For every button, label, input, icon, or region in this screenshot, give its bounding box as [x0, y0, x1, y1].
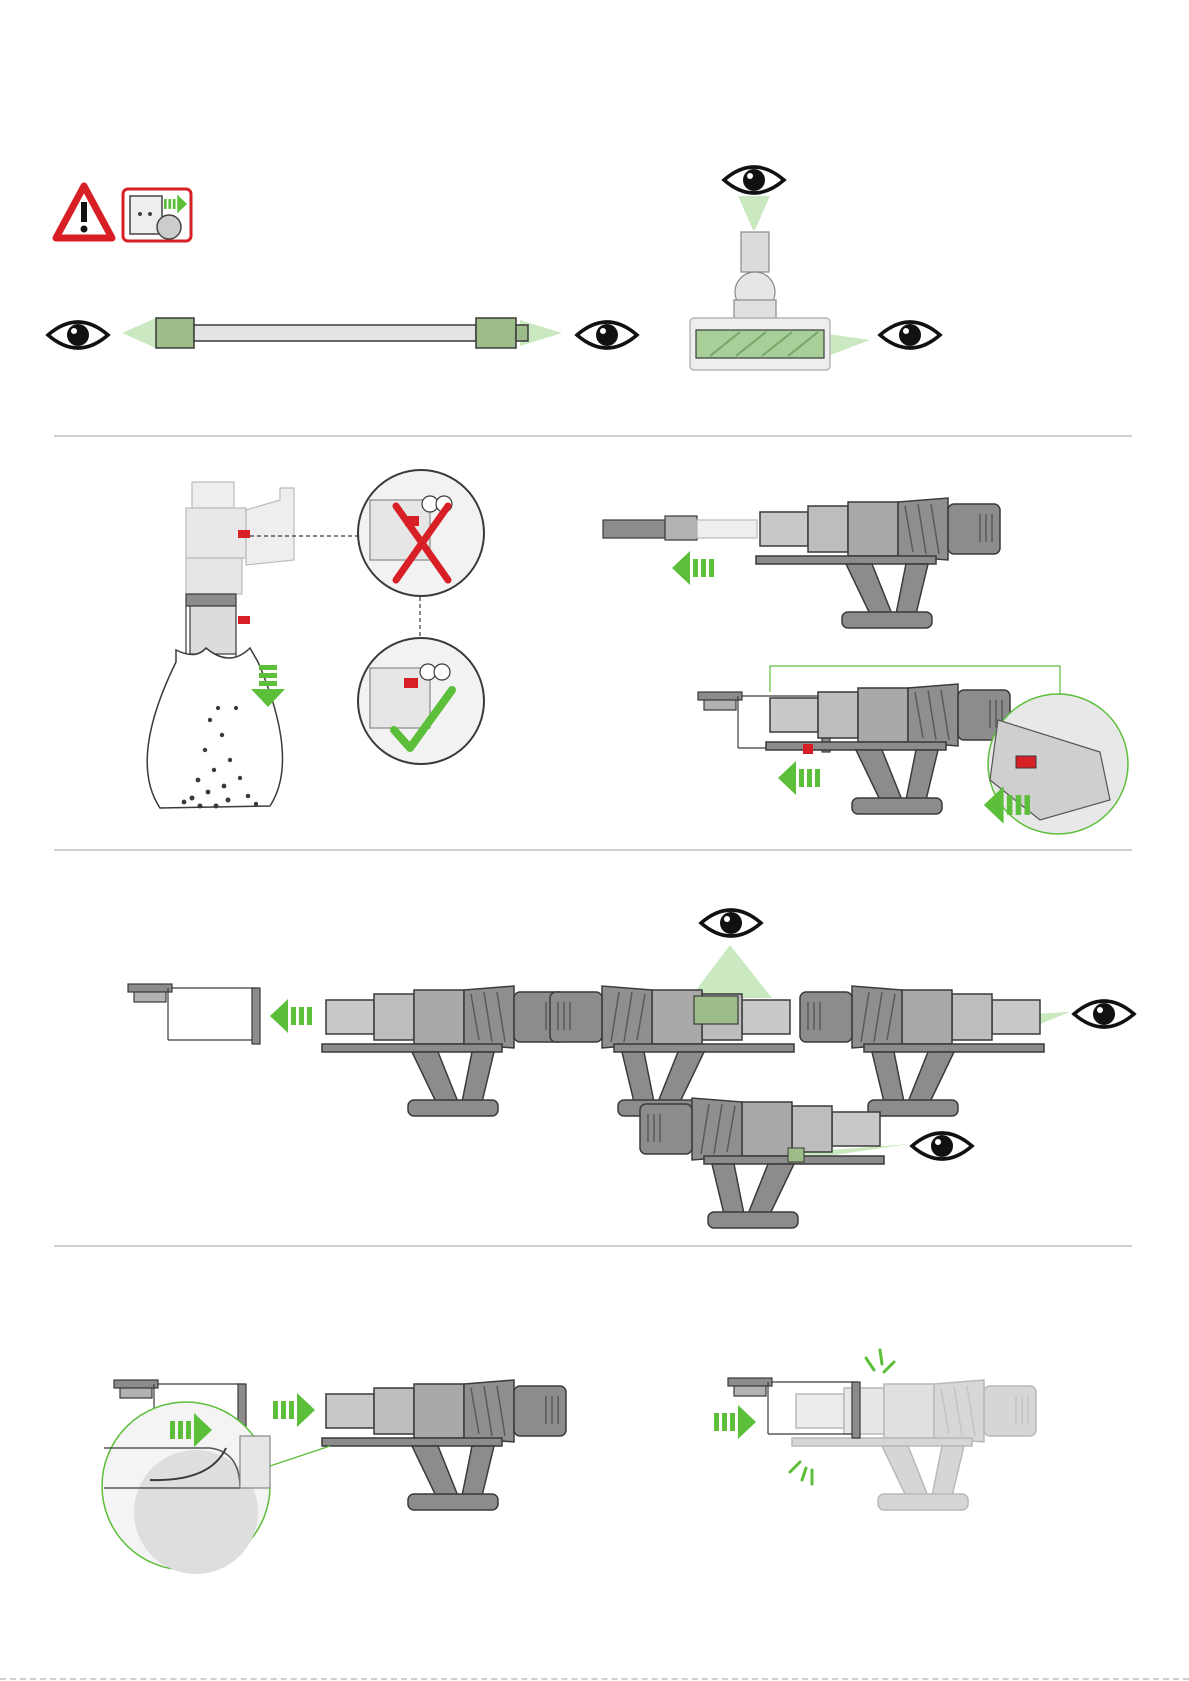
- remove-wand: [603, 498, 1000, 628]
- eye-icon: [701, 910, 761, 936]
- unplug-charger-icon: [123, 189, 191, 241]
- rubbish-bag: [147, 648, 282, 809]
- eye-icon: [880, 322, 940, 348]
- wrong-release-detail: [358, 470, 484, 596]
- eye-icon: [912, 1133, 972, 1159]
- section-inspect-cyclone: [128, 910, 1134, 1228]
- green-arrow-icon: [273, 1393, 315, 1427]
- section-inspect-wand: [48, 167, 940, 370]
- eye-icon: [48, 322, 108, 348]
- align-bin: [102, 1380, 566, 1574]
- section-empty-bin: [147, 470, 1128, 834]
- inspect-side: [800, 986, 1070, 1116]
- inspect-top: [550, 945, 794, 1116]
- inspect-inlet: [640, 1098, 910, 1228]
- correct-release-detail: [358, 638, 484, 764]
- warning-triangle-icon: [56, 186, 112, 238]
- section-refit-bin: [102, 1350, 1036, 1574]
- bin-alignment-detail: [102, 1402, 270, 1574]
- cleaner-head: [690, 196, 870, 370]
- page-edge: [0, 1678, 1189, 1680]
- green-arrow-icon: [270, 999, 312, 1033]
- green-arrow-icon: [778, 761, 820, 795]
- green-arrow-icon: [714, 1405, 756, 1439]
- eye-icon: [724, 167, 784, 193]
- click-bin-into-place: [714, 1350, 1036, 1510]
- eye-icon: [1074, 1001, 1134, 1027]
- eye-icon: [577, 322, 637, 348]
- remove-bin: [698, 666, 1128, 834]
- wand-tube: [122, 318, 562, 348]
- green-arrow-icon: [672, 551, 714, 585]
- bin-removed: [128, 984, 566, 1116]
